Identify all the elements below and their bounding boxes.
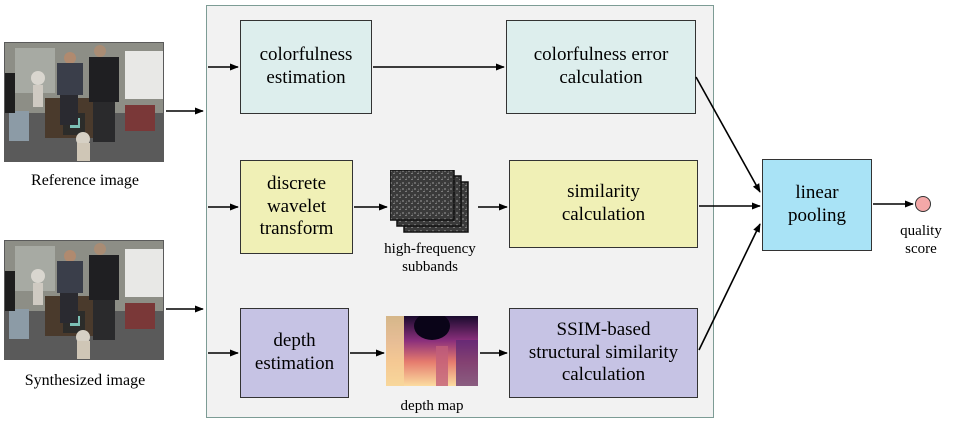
linear-pooling-block: linear pooling <box>762 159 872 251</box>
depth-map-image <box>386 316 478 386</box>
subbands-label: high-frequency subbands <box>384 241 476 275</box>
synthesized-image <box>4 240 164 360</box>
reference-image <box>4 42 164 162</box>
colorfulness-error-block: colorfulness error calculation <box>506 20 696 114</box>
similarity-block: similarity calculation <box>509 160 698 248</box>
synthesized-image-label: Synthesized image <box>24 372 146 389</box>
depth-map-label: depth map <box>400 398 464 414</box>
dwt-block: discrete wavelet transform <box>240 160 353 254</box>
ssim-block: SSIM-based structural similarity calcula… <box>509 308 698 398</box>
arrow-error-to-pooling <box>695 76 761 193</box>
quality-score-dot <box>915 196 931 212</box>
reference-image-label: Reference image <box>31 172 139 189</box>
depth-estimation-block: depth estimation <box>240 308 349 398</box>
high-frequency-subbands-image <box>389 169 472 236</box>
arrow-ssim-to-pooling <box>698 223 761 351</box>
quality-score-label: quality score <box>900 223 942 257</box>
colorfulness-estimation-block: colorfulness estimation <box>240 20 372 114</box>
